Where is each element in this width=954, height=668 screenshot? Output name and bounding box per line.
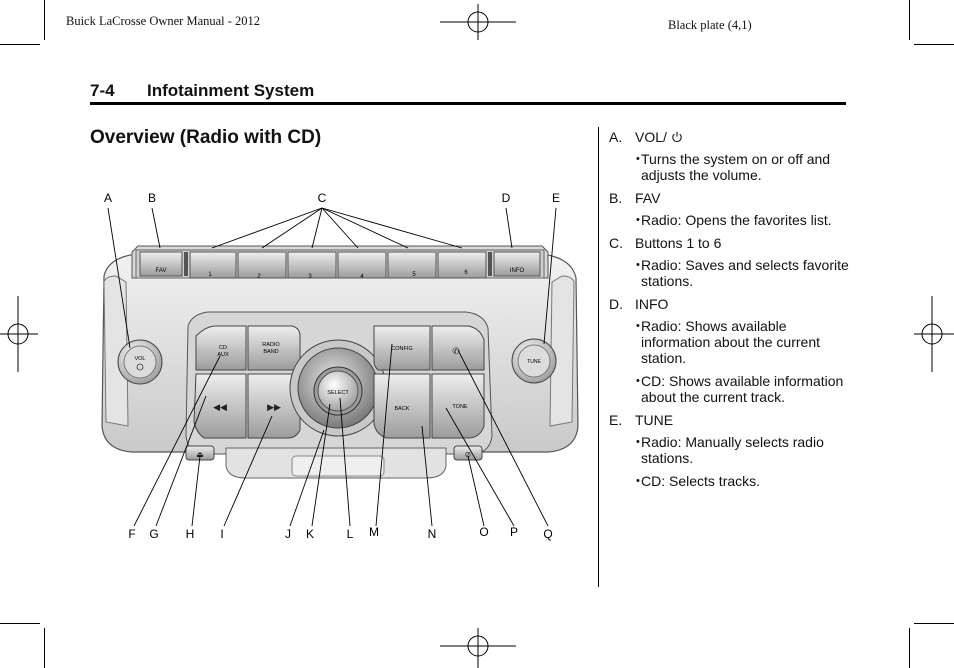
bullet-text: CD: Shows available information about th… [641,373,844,405]
item-label: TUNE [635,412,674,428]
crop-mark [909,0,910,40]
radio-illustration: FAV 1 2 3 4 5 6 INFO VOL TUNE CD AUX RAD… [101,191,579,541]
plate-label: Black plate (4,1) [668,18,752,32]
svg-text:▶▶: ▶▶ [267,402,281,412]
cd-aux-label-1: CD [219,345,227,351]
manual-title: Buick LaCrosse Owner Manual - 2012 [66,14,261,28]
page-heading: Overview (Radio with CD) [90,127,322,148]
crop-mark [0,44,40,45]
callout-d: D [502,191,511,205]
registration-mark-top [440,4,516,40]
header-rule [90,102,846,105]
bullet-text: CD: Selects tracks. [641,473,761,489]
power-icon [672,131,682,143]
callout-n: N [428,527,437,541]
item-label: FAV [635,190,661,206]
callout-h: H [186,527,195,541]
callout-g: G [149,527,158,541]
item-label: VOL/ [635,129,683,145]
bullet-text: Turns the system on or off and adjusts t… [641,151,831,183]
list-item-d: D. INFO •Radio: Shows available informat… [609,296,849,405]
preset-5-label: 5 [412,272,416,278]
callout-f: F [128,527,135,541]
preset-6-label: 6 [464,270,468,276]
callout-q: Q [543,527,552,541]
list-item-b: B. FAV •Radio: Opens the favorites list. [609,190,849,228]
preset-3-label: 3 [308,274,312,280]
crop-mark [0,623,40,624]
registration-mark-left [0,296,38,372]
svg-text:◀◀: ◀◀ [213,402,227,412]
item-letter: A. [609,129,623,145]
crop-mark [914,44,954,45]
callout-i: I [220,527,223,541]
section-title: Infotainment System [147,81,315,100]
callout-k: K [306,527,314,541]
info-key-label: INFO [510,268,525,274]
select-knob-label: SELECT [327,390,349,396]
radio-band-label-2: BAND [263,349,278,355]
bullet-text: Radio: Opens the favorites list. [641,212,832,228]
bullet-text: Radio: Saves and selects favorite statio… [641,257,849,289]
crop-mark [44,0,45,40]
callout-j: J [285,527,291,541]
crop-mark [44,628,45,668]
bullet-text: Radio: Manually selects radio stations. [641,434,824,466]
item-label: INFO [635,296,669,312]
preset-2-label: 2 [257,274,261,280]
tone-key-label: TONE [452,404,468,410]
callout-c: C [318,191,327,205]
callout-l: L [347,527,354,541]
callout-p: P [510,525,518,539]
callout-b: B [148,191,156,205]
preset-1-label: 1 [208,272,212,278]
list-item-a: A. VOL/ •Turns the system on or off and … [609,129,849,183]
section-number: 7-4 [90,81,115,100]
tune-knob-label: TUNE [527,359,541,365]
control-descriptions: A. VOL/ •Turns the system on or off and … [609,129,849,496]
fav-key-label: FAV [156,268,167,274]
preset-4-label: 4 [360,274,364,280]
column-divider [598,127,599,587]
list-item-c: C. Buttons 1 to 6 •Radio: Saves and sele… [609,235,849,289]
registration-mark-bottom [440,628,516,668]
config-key-label: CONFIG [391,346,412,352]
registration-mark-right [914,296,954,372]
callout-a: A [104,191,112,205]
callout-e: E [552,191,560,205]
item-letter: D. [609,296,623,312]
radio-band-label-1: RADIO [262,342,280,348]
crop-mark [914,623,954,624]
list-item-e: E. TUNE •Radio: Manually selects radio s… [609,412,849,489]
item-label: Buttons 1 to 6 [635,235,722,251]
item-letter: B. [609,190,623,206]
svg-text:✆: ✆ [452,346,460,356]
bullet-text: Radio: Shows available information about… [641,318,820,366]
svg-text:⏏: ⏏ [196,450,204,459]
item-letter: C. [609,235,623,251]
crop-mark [909,628,910,668]
callout-o: O [479,525,488,539]
callout-m: M [369,525,379,539]
back-key-label: BACK [395,406,410,412]
item-letter: E. [609,412,623,428]
cd-aux-label-2: AUX [217,352,229,358]
vol-knob-label: VOL [134,356,145,362]
svg-text:⊘: ⊘ [465,450,472,459]
